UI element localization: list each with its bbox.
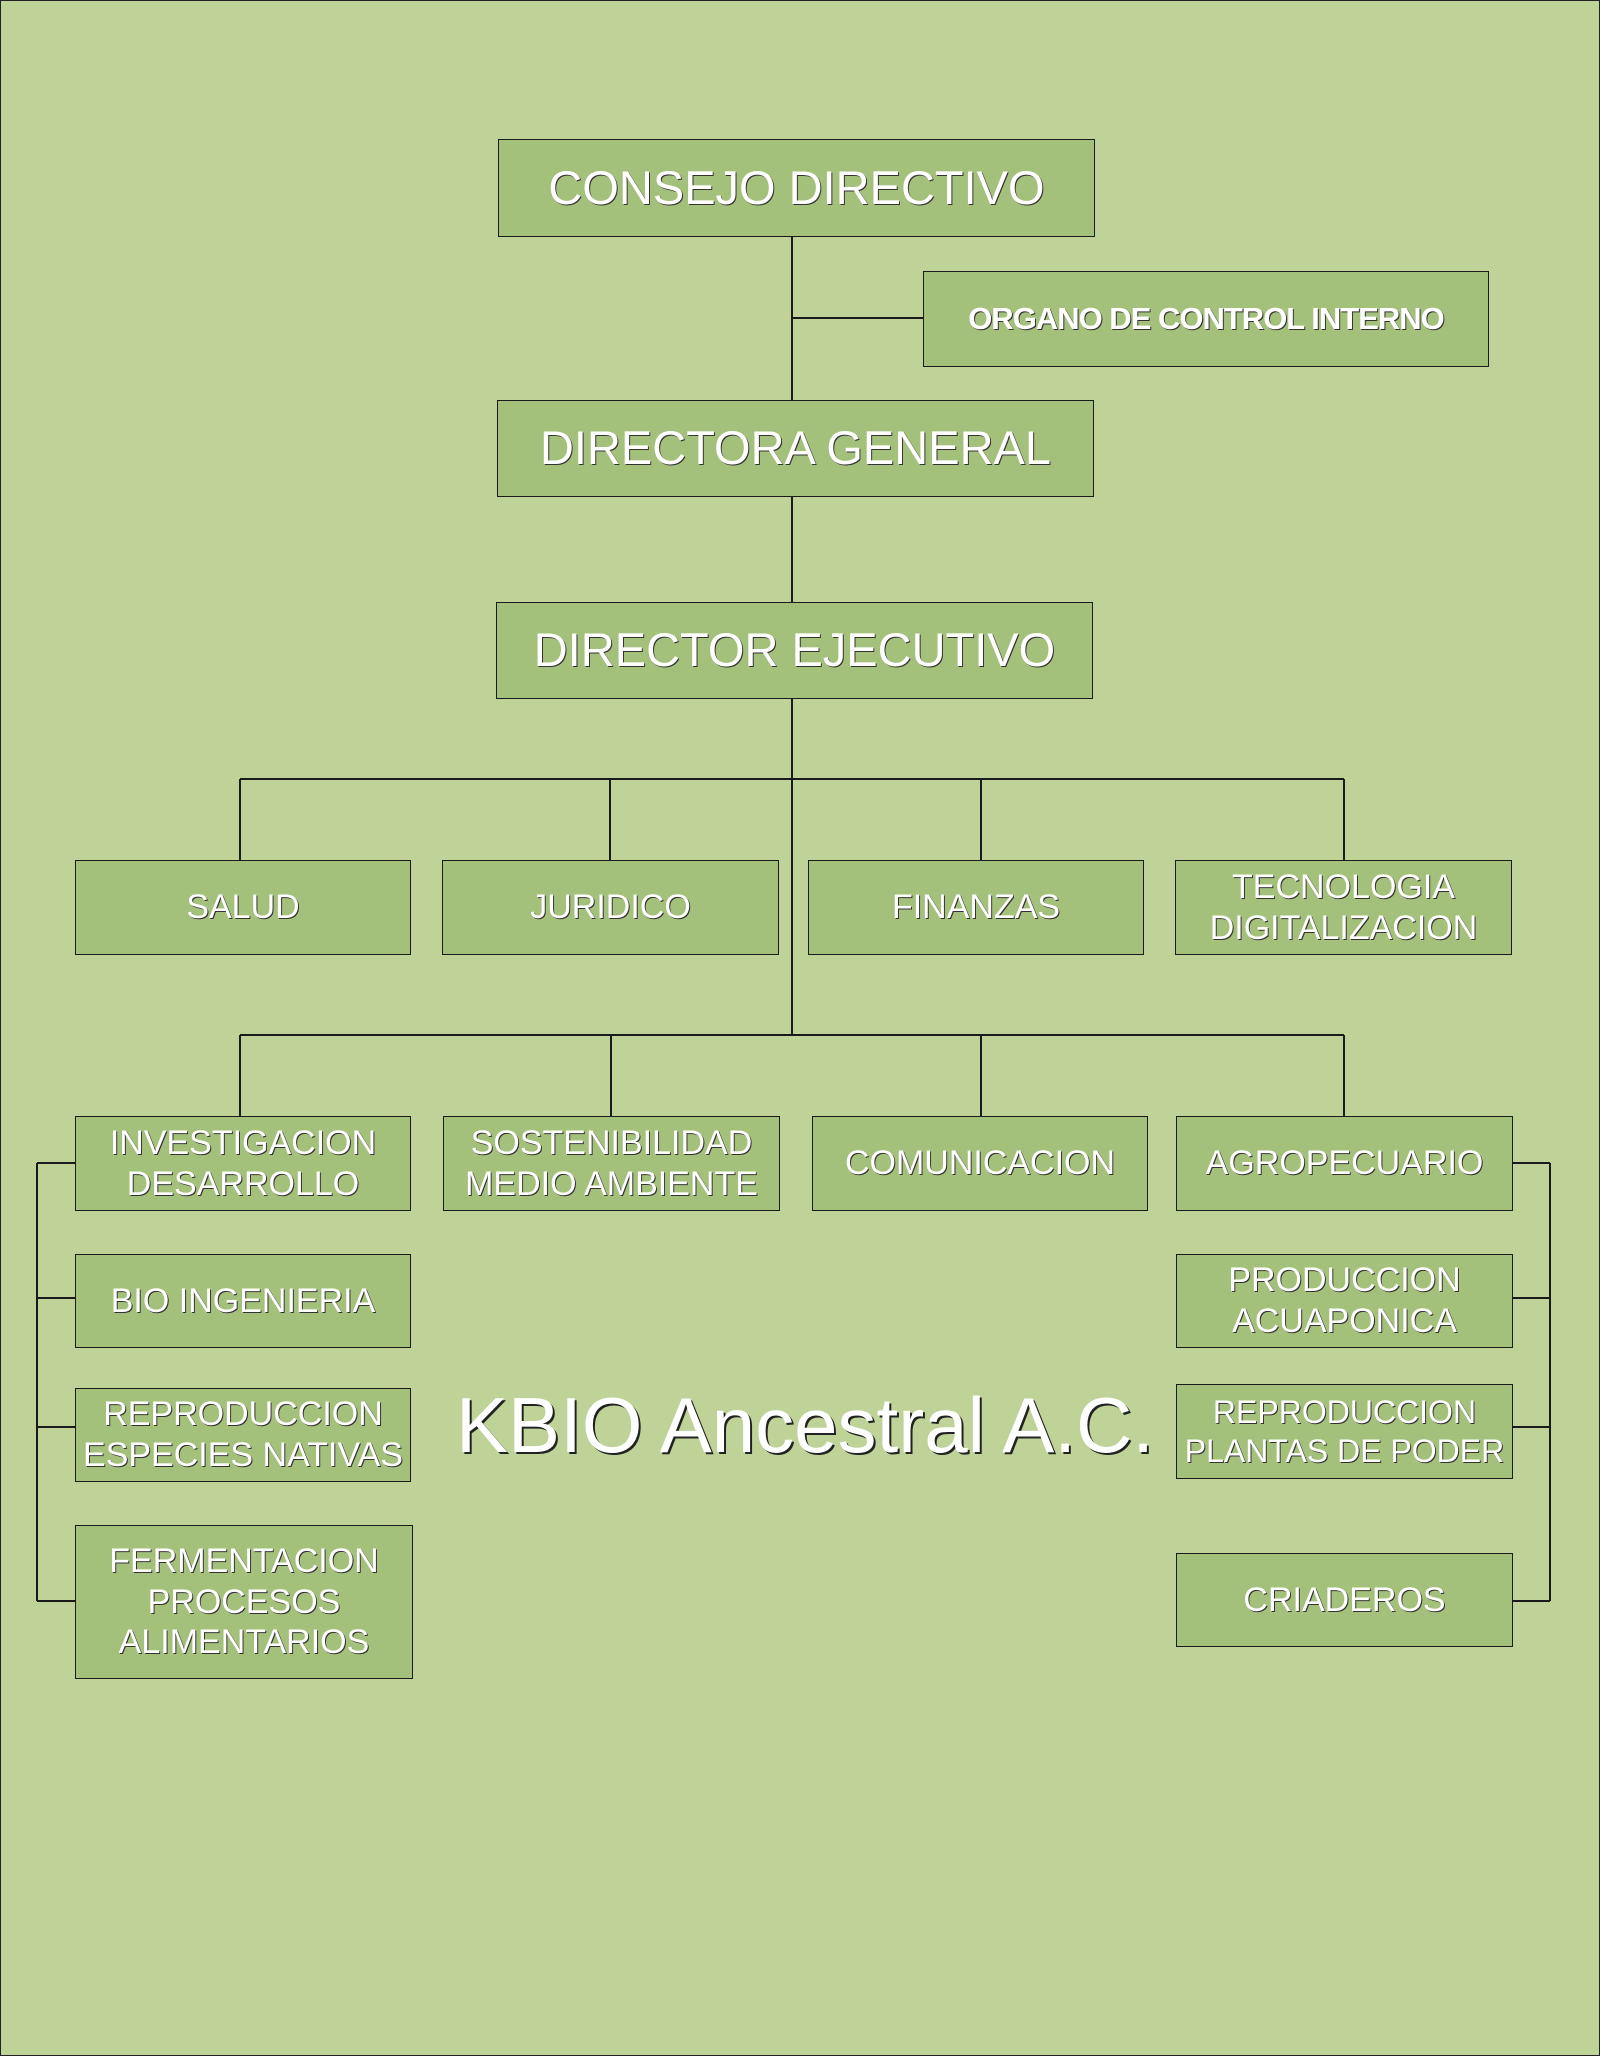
connector-right-bracket bbox=[1513, 1162, 1551, 1602]
node-label: DIRECTOR EJECUTIVO bbox=[533, 623, 1056, 677]
node-label: FINANZAS bbox=[891, 888, 1061, 927]
node-criaderos: CRIADEROS bbox=[1176, 1553, 1513, 1647]
node-organo-control-interno: ORGANO DE CONTROL INTERNO bbox=[923, 271, 1489, 367]
node-reproduccion-especies-nativas: REPRODUCCION ESPECIES NATIVAS bbox=[75, 1388, 411, 1482]
node-tecnologia-digitalizacion: TECNOLOGIA DIGITALIZACION bbox=[1175, 860, 1512, 955]
node-label: REPRODUCCION PLANTAS DE PODER bbox=[1184, 1394, 1505, 1469]
node-label: CONSEJO DIRECTIVO bbox=[548, 160, 1045, 214]
node-comunicacion: COMUNICACION bbox=[812, 1116, 1148, 1211]
node-label: CRIADEROS bbox=[1243, 1580, 1446, 1619]
node-label: BIO INGENIERIA bbox=[110, 1281, 376, 1320]
node-label: PRODUCCION ACUAPONICA bbox=[1228, 1261, 1461, 1340]
organization-watermark: KBIO Ancestral A.C. bbox=[456, 1381, 1154, 1469]
node-fermentacion-procesos-alimentarios: FERMENTACION PROCESOS ALIMENTARIOS bbox=[75, 1525, 413, 1679]
node-label: SOSTENIBILIDAD MEDIO AMBIENTE bbox=[465, 1123, 758, 1203]
node-label: ORGANO DE CONTROL INTERNO bbox=[968, 301, 1445, 337]
node-agropecuario: AGROPECUARIO bbox=[1176, 1116, 1513, 1211]
node-label: INVESTIGACION DESARROLLO bbox=[109, 1123, 377, 1203]
node-investigacion-desarrollo: INVESTIGACION DESARROLLO bbox=[75, 1116, 411, 1211]
node-label: JURIDICO bbox=[530, 888, 691, 927]
node-reproduccion-plantas-de-poder: REPRODUCCION PLANTAS DE PODER bbox=[1176, 1384, 1513, 1479]
node-salud: SALUD bbox=[75, 860, 411, 955]
node-sostenibilidad-medio-ambiente: SOSTENIBILIDAD MEDIO AMBIENTE bbox=[443, 1116, 780, 1211]
node-label: DIRECTORA GENERAL bbox=[539, 421, 1052, 475]
node-label: FERMENTACION PROCESOS ALIMENTARIOS bbox=[109, 1541, 379, 1662]
node-label: SALUD bbox=[186, 888, 300, 927]
connector-left-bracket bbox=[36, 1162, 75, 1602]
node-label: COMUNICACION bbox=[844, 1144, 1116, 1183]
node-label: AGROPECUARIO bbox=[1205, 1144, 1484, 1183]
node-director-ejecutivo: DIRECTOR EJECUTIVO bbox=[496, 602, 1093, 699]
node-bio-ingenieria: BIO INGENIERIA bbox=[75, 1254, 411, 1348]
node-finanzas: FINANZAS bbox=[808, 860, 1144, 955]
node-label: TECNOLOGIA DIGITALIZACION bbox=[1209, 867, 1478, 947]
node-consejo-directivo: CONSEJO DIRECTIVO bbox=[498, 139, 1095, 237]
node-label: REPRODUCCION ESPECIES NATIVAS bbox=[83, 1395, 403, 1474]
node-produccion-acuaponica: PRODUCCION ACUAPONICA bbox=[1176, 1254, 1513, 1348]
node-juridico: JURIDICO bbox=[442, 860, 779, 955]
node-directora-general: DIRECTORA GENERAL bbox=[497, 400, 1094, 497]
